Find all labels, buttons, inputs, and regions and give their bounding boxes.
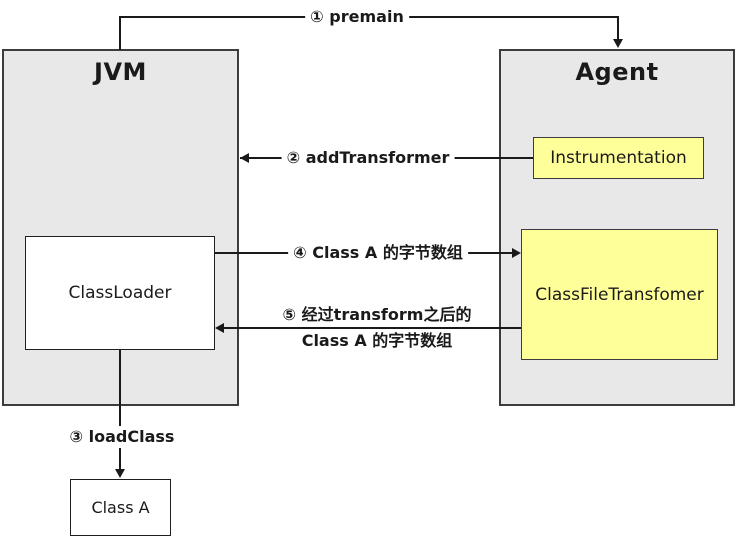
instrumentation-node-label: Instrumentation: [550, 148, 687, 168]
class-bytes-edge-label: ④ Class A 的字节数组: [288, 242, 468, 264]
premain-edge-label: ① premain: [305, 6, 409, 28]
class-file-transfomer-node: ClassFileTransfomer: [521, 229, 718, 360]
premain-arrowhead-down-icon: [613, 39, 623, 48]
transformed-bytes-line: [224, 327, 521, 329]
premain-line-vertical-agent: [617, 17, 619, 41]
class-loader-node: ClassLoader: [25, 236, 215, 350]
class-a-node-label: Class A: [91, 498, 150, 517]
add-transformer-arrowhead-left-icon: [240, 153, 249, 163]
load-class-line: [119, 350, 121, 470]
premain-line-vertical-jvm: [119, 17, 121, 50]
jvm-title: JVM: [94, 58, 147, 86]
transformed-bytes-arrowhead-left-icon: [215, 323, 224, 333]
instrumentation-node: Instrumentation: [533, 137, 704, 179]
transformed-bytes-label-line1: ⑤ 经过transform之后的: [282, 305, 472, 324]
load-class-arrowhead-down-icon: [115, 469, 125, 478]
class-loader-node-label: ClassLoader: [68, 283, 172, 303]
class-a-node: Class A: [70, 479, 171, 536]
agent-title: Agent: [575, 58, 659, 86]
class-bytes-arrowhead-right-icon: [512, 248, 521, 258]
transformed-bytes-label-line2: Class A 的字节数组: [301, 331, 453, 350]
add-transformer-edge-label: ② addTransformer: [281, 147, 455, 169]
transformed-bytes-edge-label: ⑤ 经过transform之后的 Class A 的字节数组: [283, 302, 472, 354]
load-class-edge-label: ③ loadClass: [64, 426, 180, 448]
class-file-transfomer-node-label: ClassFileTransfomer: [535, 284, 704, 305]
